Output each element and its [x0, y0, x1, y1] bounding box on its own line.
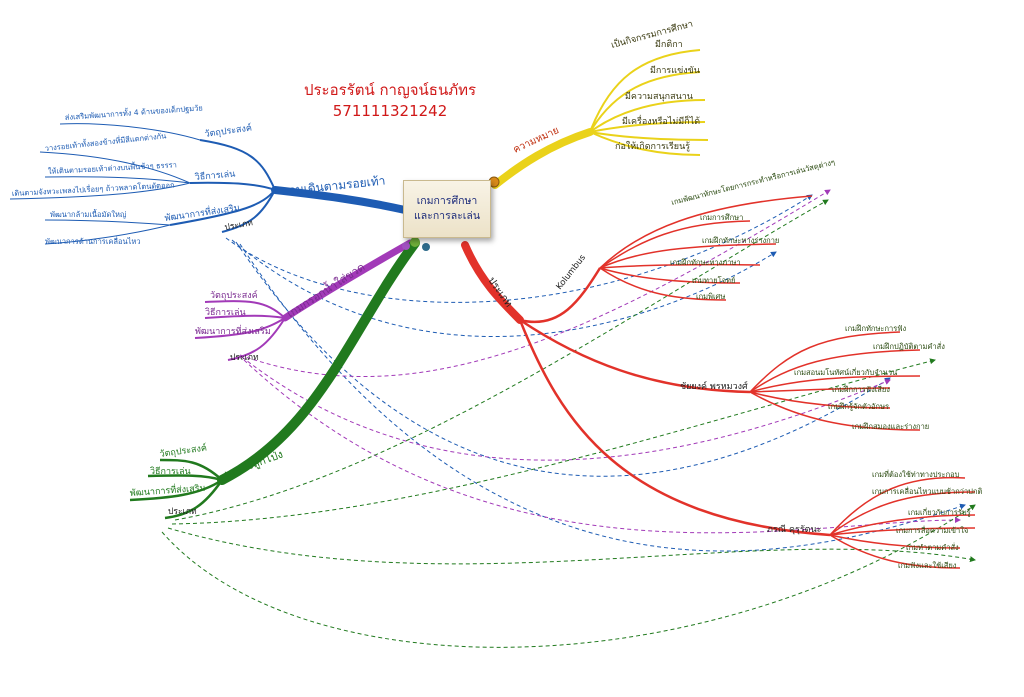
balloon-development: พัฒนาการที่ส่งเสริม — [129, 481, 206, 499]
footprint-objective: วัตถุประสงค์ — [204, 121, 253, 140]
relation-lines — [161, 189, 976, 648]
balloon-type: ประเภท — [168, 507, 197, 517]
phorn-item: เกมทำตามคำสั่ง — [906, 542, 959, 552]
kolumbus-item: เกมพิเศษ — [696, 292, 725, 301]
balloon-method: วิธีการเล่น — [150, 466, 191, 477]
types-labels: ประเภท Kolumbus เกมพัฒนาทักษะโดยการกระทำ… — [486, 157, 983, 570]
meaning-item: มีความสนุกสนาน — [625, 91, 693, 102]
center-topic-line1: เกมการศึกษา — [416, 195, 478, 207]
water-type: ประเภท — [230, 353, 259, 363]
red-subtree — [518, 195, 976, 569]
branch-title-balloon: เกมส่งลูกโป่ง — [222, 447, 285, 481]
kolumbus-title: Kolumbus — [554, 252, 588, 291]
chaiyong-item: เกมฝึกทักษะการฟัง — [845, 324, 907, 333]
kolumbus-item: เกมทายโจทย์ — [692, 276, 735, 285]
purple-subtree — [194, 300, 286, 361]
water-labels: เกมกรอกน้ำใส่ขวด วัตถุประสงค์ วิธีการเล่… — [195, 259, 367, 363]
chaiyong-item: เกมสอนมโนทัศน์เกี่ยวกับจำนวน — [794, 367, 897, 377]
branch-blue — [271, 186, 409, 214]
phorn-item: เกมการสื่อความเข้าใจ — [896, 525, 968, 535]
chaiyong-item: เกมฝึกการฟังเสียง — [832, 385, 890, 394]
relation-line — [239, 189, 831, 378]
branch-title-water: เกมกรอกน้ำใส่ขวด — [283, 259, 367, 321]
relation-line — [167, 527, 976, 565]
relation-line — [171, 358, 936, 525]
water-objective: วัตถุประสงค์ — [210, 289, 258, 301]
footprint-development: พัฒนาการที่ส่งเสริม — [164, 201, 241, 224]
meaning-item: มีเครื่องหรือไม่มีก็ได้ — [622, 114, 700, 127]
branch-yellow — [491, 128, 594, 189]
chaiyong-item: เกมฝึกปฏิบัติตามคำสั่ง — [873, 341, 945, 351]
chaiyong-title: ชัยยงค์ พรหมวงศ์ — [680, 380, 748, 392]
center-topic-card: เกมการศึกษา และการละเล่น — [403, 180, 491, 238]
relation-line — [174, 199, 829, 521]
author-name: ประอรรัตน์ กาญจน์ธนภัทร — [303, 81, 477, 99]
water-development: พัฒนาการที่ส่งเสริม — [195, 324, 271, 337]
phorn-item: เกมที่ต้องใช้ท่าทางประกอบ — [872, 469, 960, 479]
footprint-method-item: เดินตามจังหวะเพลงไปเรื่อยๆ ถ้าวพลาดโดนตั… — [12, 179, 175, 198]
kolumbus-item: เกมฝึกทักษะทางร่างกาย — [702, 236, 779, 245]
phorn-item: เกมการเคลื่อนไหวแบบช้ากว่าปกติ — [872, 486, 982, 496]
kolumbus-item: เกมฝึกทักษะทางภาษา — [670, 258, 741, 267]
meaning-item: ก่อให้เกิดการเรียนรู้ — [615, 141, 690, 152]
relation-line — [235, 241, 891, 477]
phorn-item: เกมเกี่ยวกับการรับรู้ — [908, 507, 971, 517]
author-id: 571111321242 — [332, 102, 448, 120]
branch-red — [461, 241, 524, 324]
footprint-method-item: ให้เดินตามรอยเท้าต่างบนพื้นช้าๆ ธรรรา — [48, 159, 177, 176]
meaning-item: มีการแข่งขัน — [650, 65, 700, 76]
main-branches — [217, 128, 594, 485]
meaning-item: มีกติกา — [655, 39, 683, 50]
center-topic-line2: และการละเล่น — [413, 210, 480, 222]
chaiyong-item: เกมฝึกสมองและร่างกาย — [852, 422, 929, 431]
relation-line — [239, 243, 966, 552]
branch-green — [217, 238, 420, 485]
footprint-development-item: พัฒนากล้ามเนื้อมัดใหญ่ — [50, 209, 126, 219]
footprint-development-item: พัฒนาการด้านการเคลื่อนไหว — [45, 236, 141, 246]
footprint-objective-item: ส่งเสริมพัฒนาการทั้ง 4 ด้านของเด็กปฐมวัย — [64, 102, 203, 122]
phorn-title: ภรณี คุรุรัตนะ — [767, 524, 822, 535]
kolumbus-item: เกมพัฒนาทักษะโดยการกระทำหรือการเล่นวัสดุ… — [670, 157, 836, 206]
phorn-item: เกมฟังและใช้เสียง — [898, 561, 957, 570]
footprint-method: วิธีการเล่น — [194, 168, 235, 183]
relation-line — [225, 194, 813, 303]
green-subtree — [129, 458, 224, 520]
water-method: วิธีการเล่น — [205, 307, 246, 318]
relation-line — [243, 359, 961, 534]
balloon-objective: วัตถุประสงค์ — [159, 441, 208, 460]
yellow-subtree — [589, 49, 709, 156]
kolumbus-item: เกมการศึกษา — [700, 213, 743, 222]
chaiyong-item: เกมฝึกรู้จักตัวอักษร — [828, 402, 889, 411]
branch-purple — [281, 239, 414, 322]
blue-subtree — [9, 123, 276, 245]
footprint-type: ประเภท — [224, 218, 254, 233]
author-block: ประอรรัตน์ กาญจน์ธนภัทร 571111321242 — [270, 80, 510, 122]
footprint-method-item: วางรอยเท้าทั้งสองข้างที่มีสีแตกต่างกัน — [44, 130, 167, 153]
